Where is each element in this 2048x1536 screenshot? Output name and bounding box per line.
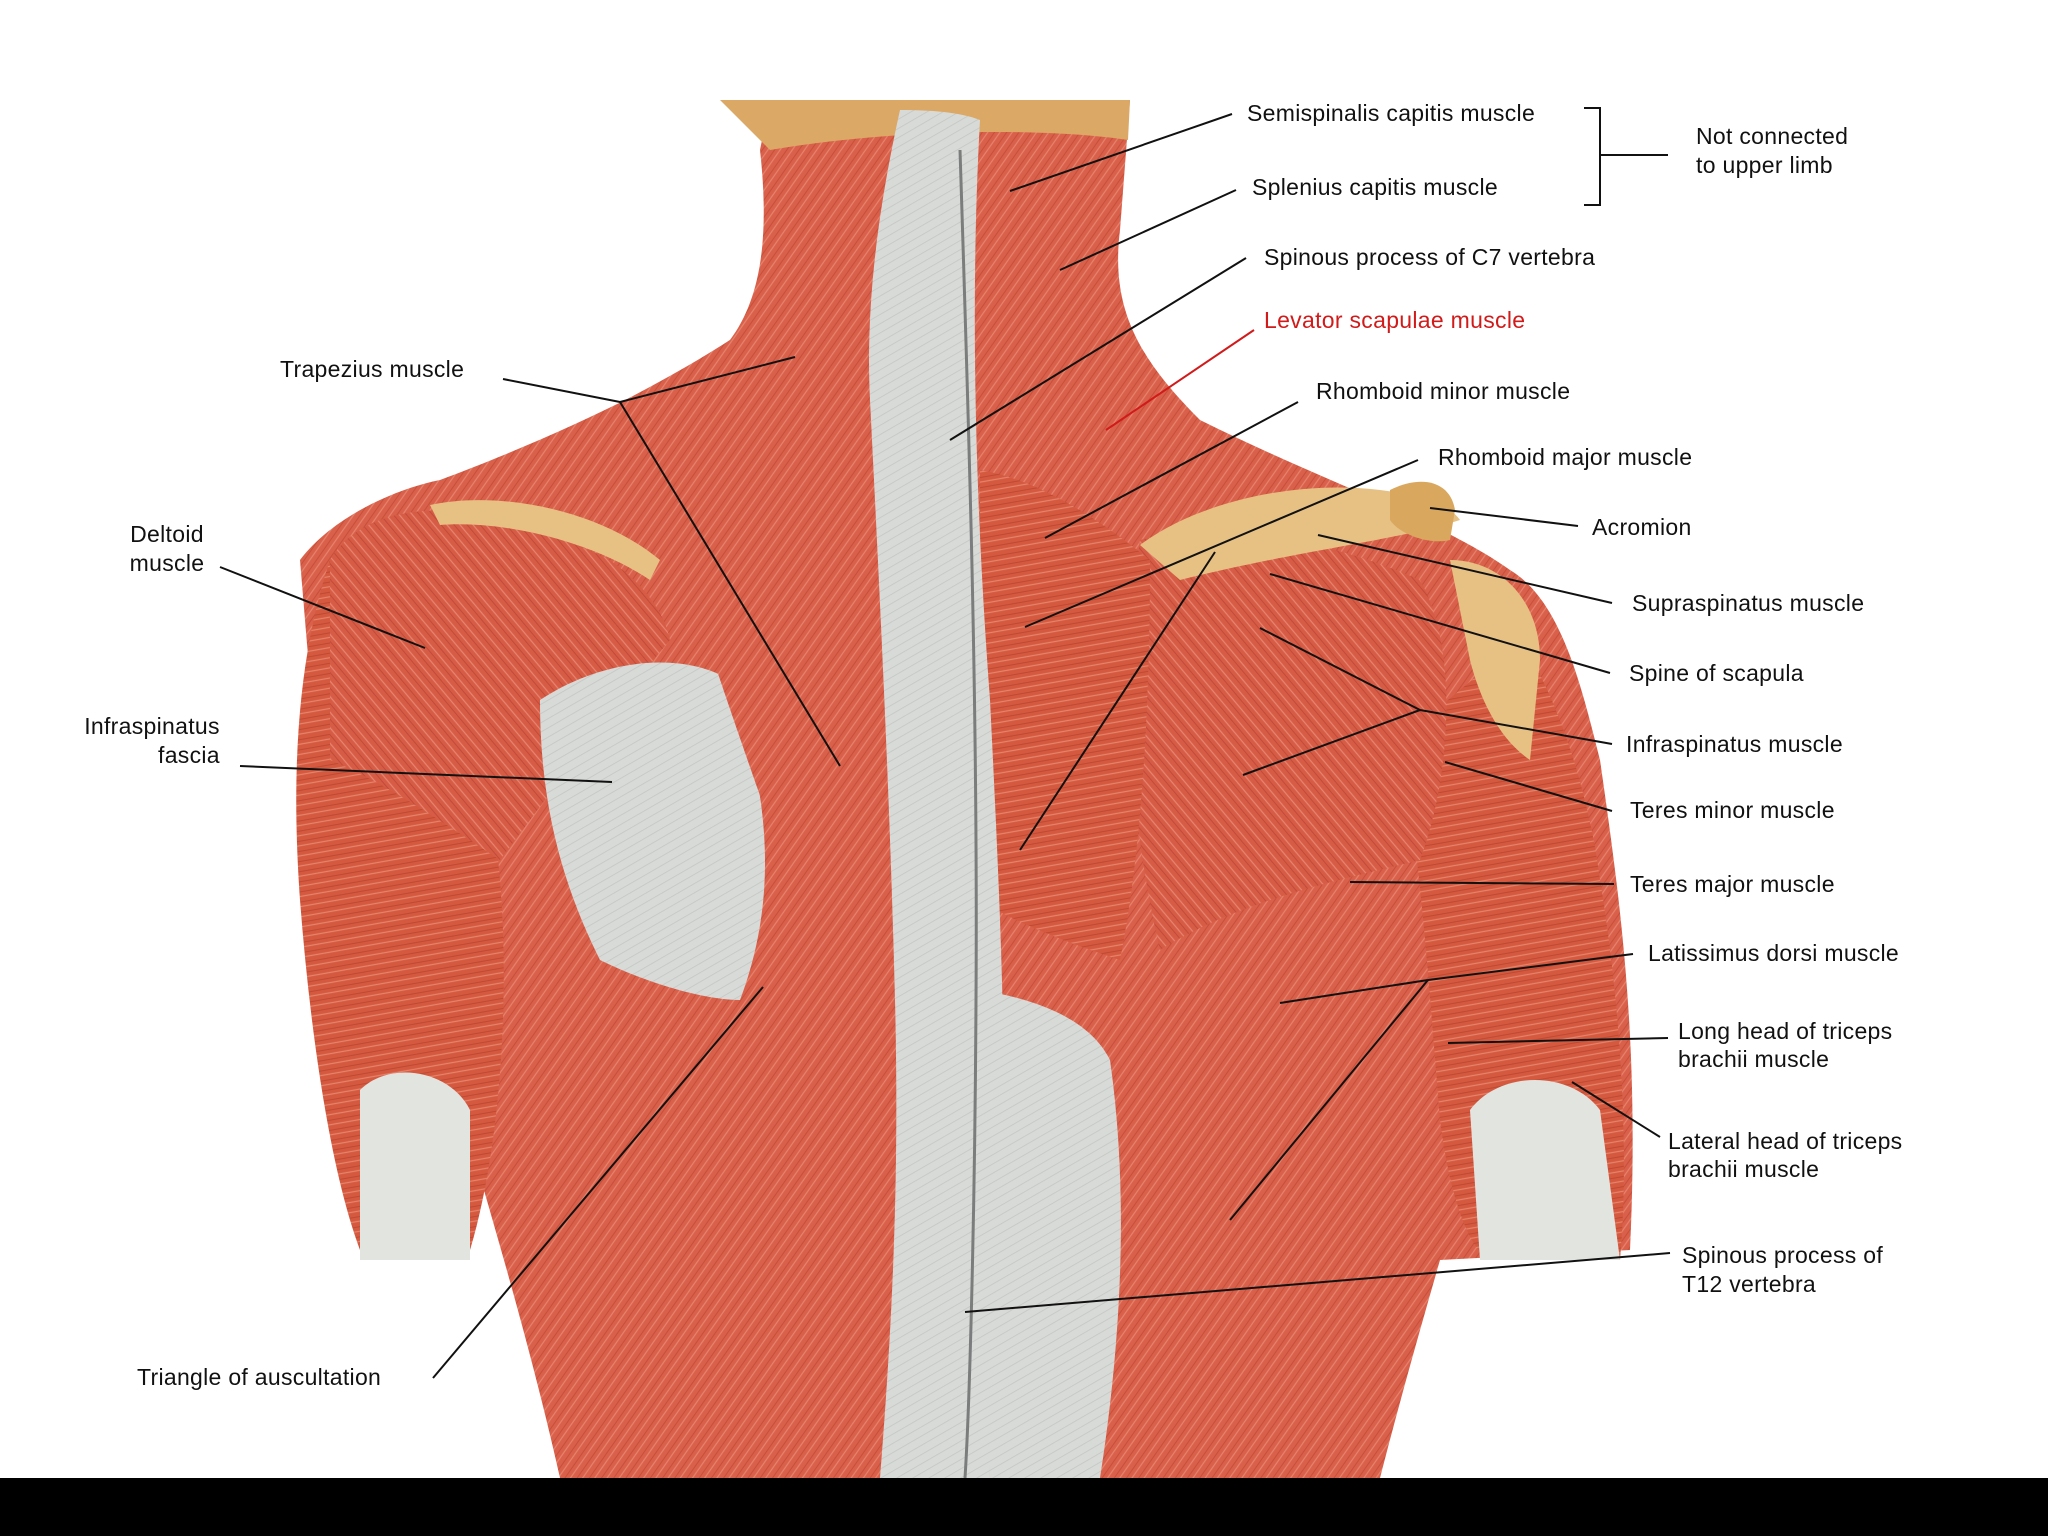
leader-teres-major (1349, 881, 1615, 885)
label-spinous-t12-2: T12 vertebra (1682, 1271, 1816, 1297)
leader-spine-scapula (1269, 573, 1611, 674)
left-scapular-spine (430, 500, 660, 580)
leader-teres-minor (1444, 761, 1613, 812)
leader-infraspinatus-b (1259, 627, 1421, 711)
label-spinous-t12-1: Spinous process of (1682, 1242, 1884, 1268)
label-teres-major: Teres major muscle (1630, 871, 1835, 897)
infraspinatus-fascia (540, 662, 765, 1000)
leader-supraspinatus (1317, 534, 1613, 604)
label-levator-scapulae: Levator scapulae muscle (1264, 307, 1526, 333)
leader-lateral-head-triceps (1571, 1081, 1661, 1138)
leader-rhomboid-minor (1044, 401, 1299, 539)
leader-trapezius-a (502, 378, 621, 403)
label-trapezius: Trapezius muscle (280, 356, 465, 382)
leader-infraspinatus-c (1242, 709, 1421, 776)
label-latissimus-dorsi: Latissimus dorsi muscle (1648, 940, 1900, 966)
right-infraspinatus (1129, 532, 1447, 950)
lower-back-fascia (980, 990, 1121, 1478)
leader-latissimus-c (1229, 979, 1429, 1221)
leader-long-head-triceps (1447, 1037, 1669, 1044)
label-triangle-auscultation: Triangle of auscultation (137, 1364, 382, 1390)
right-elbow (1470, 1080, 1620, 1260)
label-supraspinatus: Supraspinatus muscle (1632, 590, 1865, 616)
label-not-connected-2: to upper limb (1696, 152, 1833, 178)
leader-rhomboid-major-b (1019, 551, 1216, 851)
leader-spinous-c7 (949, 257, 1247, 441)
label-deltoid-2: muscle (129, 550, 205, 576)
leader-triangle (432, 986, 764, 1379)
right-acromion (1390, 481, 1455, 542)
label-teres-minor: Teres minor muscle (1630, 797, 1835, 823)
label-spine-of-scapula: Spine of scapula (1629, 660, 1804, 686)
leader-spinous-t12 (964, 1252, 1671, 1313)
leader-levator-scapulae (1105, 329, 1255, 431)
label-semispinalis-capitis: Semispinalis capitis muscle (1247, 100, 1536, 126)
bottom-black-bar (0, 1478, 2048, 1536)
leader-acromion (1429, 507, 1579, 527)
leader-latissimus-b (1279, 979, 1429, 1004)
label-splenius-capitis: Splenius capitis muscle (1252, 174, 1498, 200)
leader-infraspinatus-a (1419, 709, 1613, 745)
rhomboids (980, 470, 1150, 960)
left-elbow (360, 1072, 470, 1260)
leader-semispinalis (1009, 113, 1233, 192)
label-long-head-triceps-1: Long head of triceps (1678, 1018, 1893, 1044)
spine-line (958, 149, 978, 1479)
label-infraspinatus-muscle: Infraspinatus muscle (1626, 731, 1843, 757)
leader-latissimus-a (1427, 953, 1634, 981)
label-long-head-triceps-2: brachii muscle (1678, 1046, 1830, 1072)
label-spinous-c7: Spinous process of C7 vertebra (1264, 244, 1596, 270)
bracket (1584, 107, 1668, 206)
label-rhomboid-minor: Rhomboid minor muscle (1316, 378, 1571, 404)
leader-trapezius-b (619, 356, 796, 403)
label-lateral-head-triceps-1: Lateral head of triceps (1668, 1128, 1903, 1154)
leader-rhomboid-major-a (1024, 459, 1419, 628)
label-deltoid-1: Deltoid (130, 521, 204, 547)
leader-infraspinatus-fascia (239, 765, 613, 783)
right-shoulder-bone (1450, 560, 1540, 760)
right-scapular-spine (1140, 487, 1460, 580)
leader-splenius (1059, 189, 1237, 271)
label-acromion: Acromion (1592, 514, 1692, 540)
label-lateral-head-triceps-2: brachii muscle (1668, 1156, 1820, 1182)
label-infraspinatus-fascia-2: fascia (158, 742, 220, 768)
label-infraspinatus-fascia-1: Infraspinatus (84, 713, 220, 739)
leader-trapezius-c (619, 401, 841, 767)
label-rhomboid-major: Rhomboid major muscle (1438, 444, 1693, 470)
label-not-connected-1: Not connected (1696, 123, 1849, 149)
leader-deltoid (219, 566, 426, 649)
